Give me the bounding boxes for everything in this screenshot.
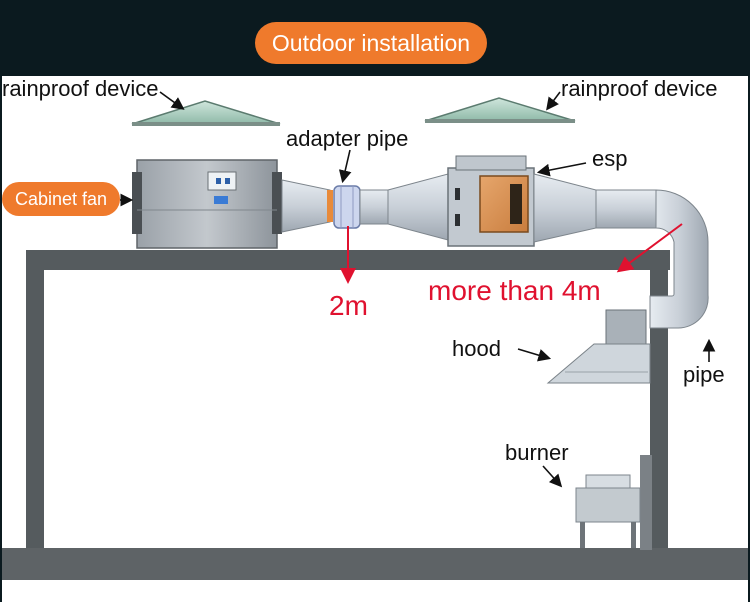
cabinet-fan-unit [132,159,282,249]
hood-unit [546,309,651,384]
adapter-pipe [333,185,361,229]
right-wall [650,250,668,550]
duct-to-esp [359,173,449,241]
label-pipe: pipe [683,362,725,387]
burner-unit [575,474,641,548]
label-distance-2m: 2m [329,290,368,321]
arrow-hood [517,348,552,362]
label-rainproof-left: rainproof device [2,76,159,101]
label-burner: burner [505,440,569,465]
label-esp: esp [592,146,628,171]
arrow-rainproof-left [159,91,185,110]
rainproof-device-right [424,97,576,123]
rainproof-device-left [131,100,281,126]
fan-outlet-transition [281,179,333,233]
arrow-4m [616,223,683,273]
ground-floor [2,548,748,580]
arrow-esp [536,162,587,177]
arrow-adapter-pipe [338,149,352,184]
label-cabinet-fan: Cabinet fan [2,182,120,216]
wall-step [640,455,652,550]
pointer-arrows [120,91,716,488]
label-hood: hood [452,336,501,361]
left-wall [26,250,44,550]
label-rainproof-right: rainproof device [561,76,718,101]
arrow-rainproof-right [546,91,561,111]
building-frame [2,250,748,580]
distance-arrows [340,223,683,284]
arrow-burner [542,465,563,488]
esp-unit [447,155,597,247]
label-adapter-pipe: adapter pipe [286,126,409,151]
page-title: Outdoor installation [255,22,487,64]
label-distance-4m: more than 4m [428,275,601,306]
exhaust-pipe [595,189,709,329]
